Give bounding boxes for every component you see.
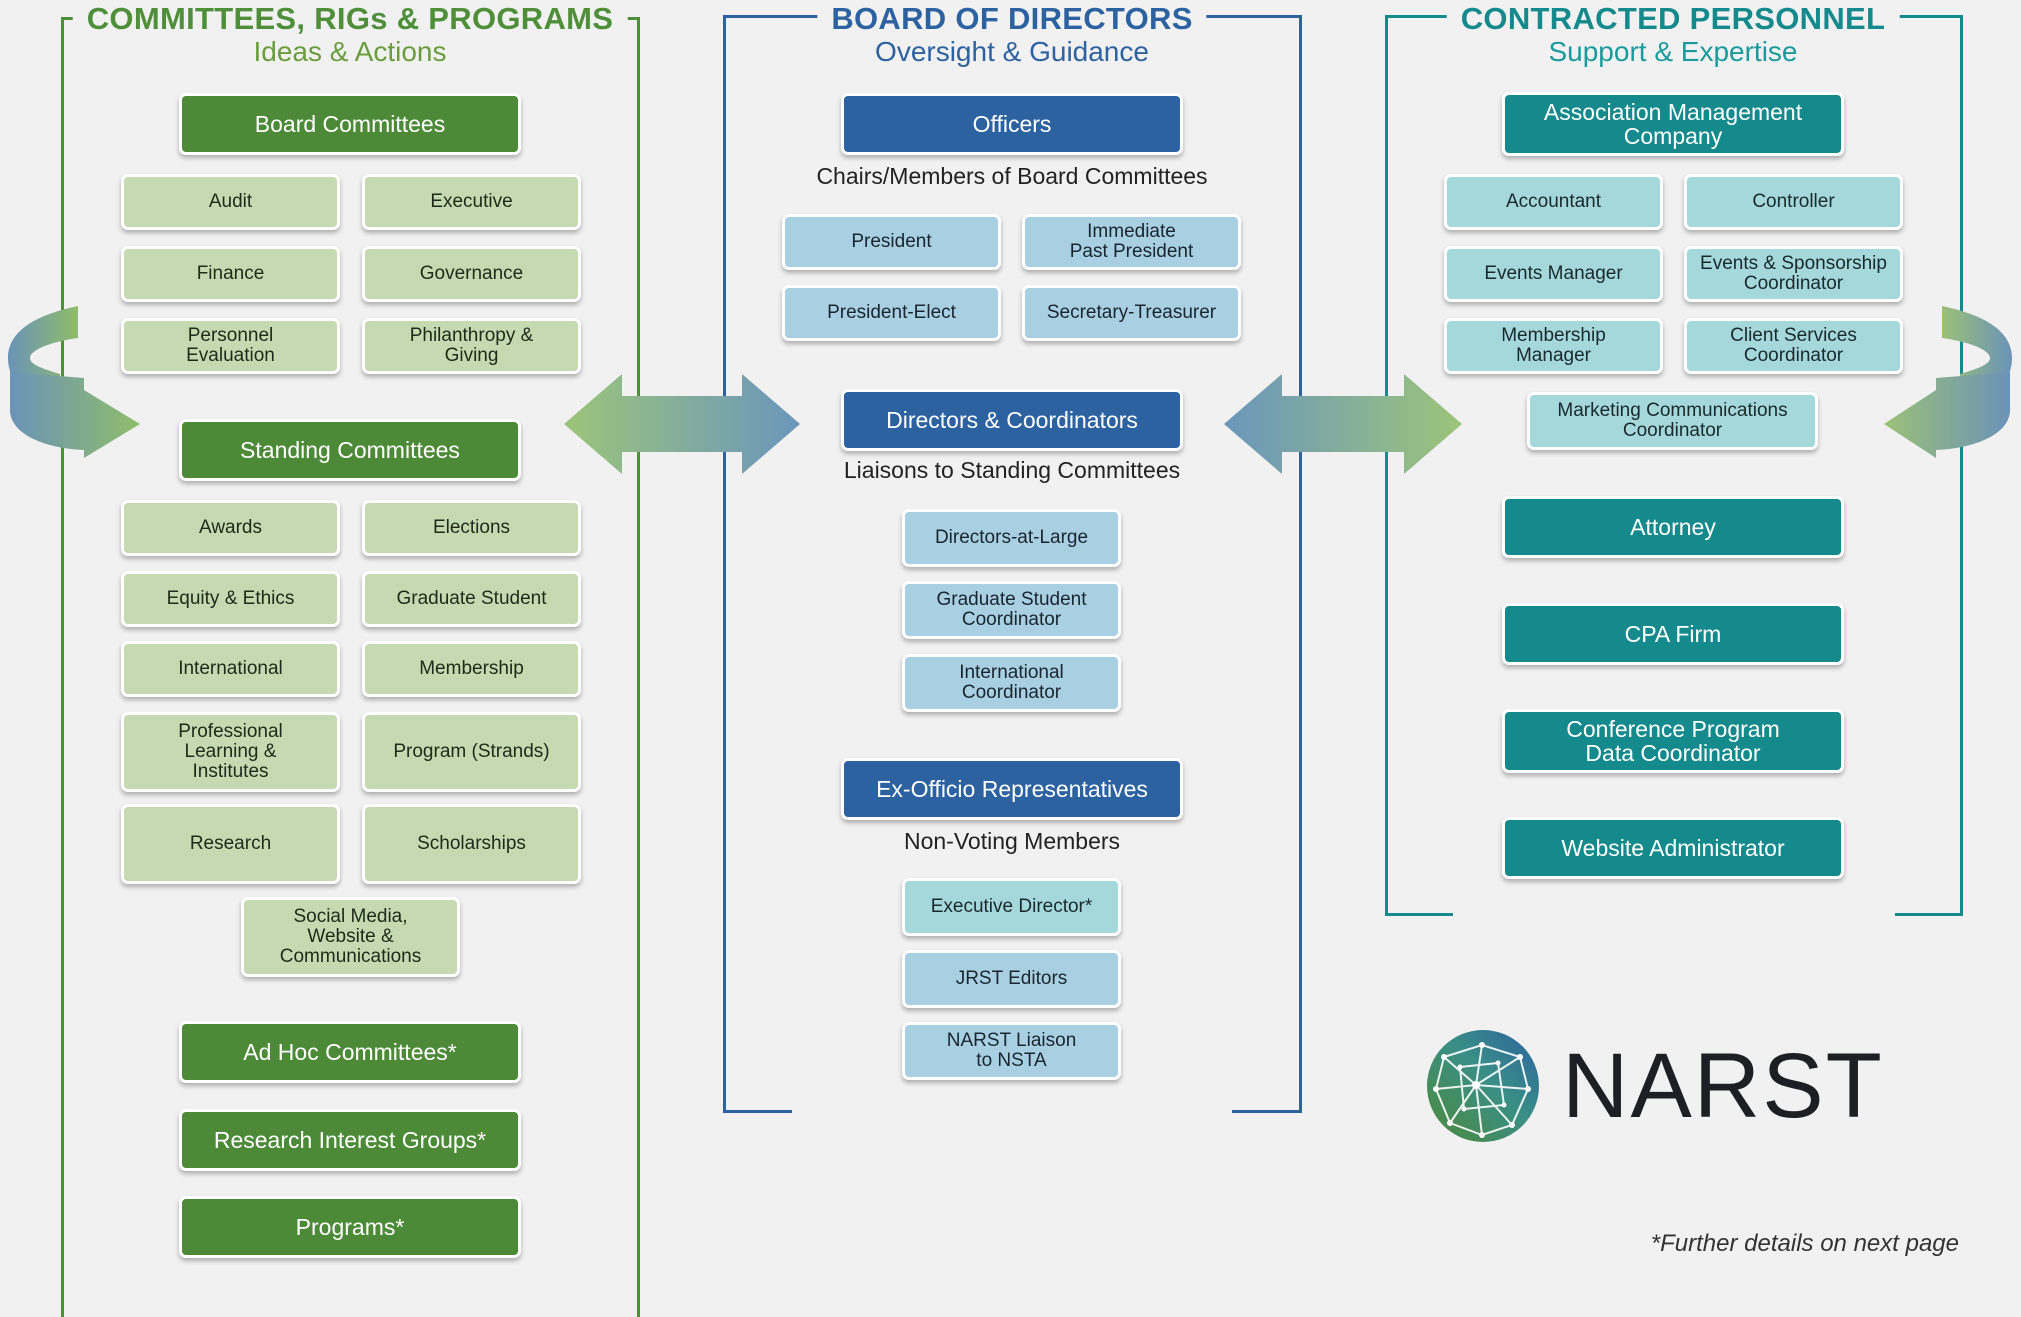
- board-subtitle: Oversight & Guidance: [875, 36, 1149, 67]
- officer-secretary-treasurer[interactable]: Secretary-Treasurer: [1022, 285, 1241, 341]
- committee-elections[interactable]: Elections: [362, 500, 581, 556]
- committees-title: COMMITTEES, RIGs & PROGRAMS: [72, 3, 628, 35]
- committee-scholarships[interactable]: Scholarships: [362, 804, 581, 884]
- narst-globe-logo-icon: [1427, 1030, 1539, 1142]
- committee-research[interactable]: Research: [121, 804, 340, 884]
- committee-governance[interactable]: Governance: [362, 246, 581, 302]
- narst-logo-text: NARST: [1562, 1035, 1884, 1137]
- jrst-editors[interactable]: JRST Editors: [902, 950, 1121, 1008]
- executive-director[interactable]: Executive Director*: [902, 878, 1121, 936]
- officers-caption: Chairs/Members of Board Committees: [816, 163, 1208, 189]
- website-administrator[interactable]: Website Administrator: [1502, 817, 1844, 879]
- graduate-student-coordinator[interactable]: Graduate Student Coordinator: [902, 581, 1121, 639]
- cpa-firm[interactable]: CPA Firm: [1502, 603, 1844, 665]
- committee-personnel-evaluation[interactable]: Personnel Evaluation: [121, 318, 340, 374]
- standing-committees-header[interactable]: Standing Committees: [179, 419, 521, 481]
- officer-immediate-past-president[interactable]: Immediate Past President: [1022, 214, 1241, 270]
- conference-program-data-coordinator[interactable]: Conference Program Data Coordinator: [1502, 709, 1844, 773]
- committee-international[interactable]: International: [121, 641, 340, 697]
- footnote: *Further details on next page: [1650, 1230, 1959, 1257]
- right-curved-arrow: [1884, 306, 2012, 458]
- committee-philanthropy-giving[interactable]: Philanthropy & Giving: [362, 318, 581, 374]
- events-sponsorship-coordinator[interactable]: Events & Sponsorship Coordinator: [1684, 246, 1903, 302]
- attorney[interactable]: Attorney: [1502, 496, 1844, 558]
- contracted-frame-gap: [1453, 911, 1895, 917]
- contracted-title: CONTRACTED PERSONNEL: [1446, 3, 1900, 35]
- board-frame-gap: [792, 1108, 1232, 1114]
- committee-executive[interactable]: Executive: [362, 174, 581, 230]
- controller[interactable]: Controller: [1684, 174, 1903, 230]
- membership-manager[interactable]: Membership Manager: [1444, 318, 1663, 374]
- officer-president[interactable]: President: [782, 214, 1001, 270]
- ex-officio-header[interactable]: Ex-Officio Representatives: [841, 758, 1183, 820]
- committee-membership[interactable]: Membership: [362, 641, 581, 697]
- client-services-coordinator[interactable]: Client Services Coordinator: [1684, 318, 1903, 374]
- committee-awards[interactable]: Awards: [121, 500, 340, 556]
- committees-subtitle: Ideas & Actions: [253, 36, 447, 67]
- marketing-communications-coordinator[interactable]: Marketing Communications Coordinator: [1527, 392, 1818, 450]
- double-arrow-left-middle: [564, 374, 800, 474]
- officers-header[interactable]: Officers: [841, 93, 1183, 155]
- ex-officio-caption: Non-Voting Members: [903, 828, 1121, 854]
- research-interest-groups[interactable]: Research Interest Groups*: [179, 1109, 521, 1171]
- committee-graduate-student[interactable]: Graduate Student: [362, 571, 581, 627]
- ad-hoc-committees[interactable]: Ad Hoc Committees*: [179, 1021, 521, 1083]
- committee-social-media[interactable]: Social Media, Website & Communications: [241, 897, 460, 977]
- committee-audit[interactable]: Audit: [121, 174, 340, 230]
- contracted-subtitle: Support & Expertise: [1548, 36, 1798, 67]
- programs[interactable]: Programs*: [179, 1196, 521, 1258]
- accountant[interactable]: Accountant: [1444, 174, 1663, 230]
- directors-coordinators-header[interactable]: Directors & Coordinators: [841, 389, 1183, 451]
- international-coordinator[interactable]: International Coordinator: [902, 654, 1121, 712]
- double-arrow-middle-right: [1224, 374, 1462, 474]
- board-title: BOARD OF DIRECTORS: [817, 3, 1207, 35]
- officer-president-elect[interactable]: President-Elect: [782, 285, 1001, 341]
- board-committees-header[interactable]: Board Committees: [179, 93, 521, 155]
- events-manager[interactable]: Events Manager: [1444, 246, 1663, 302]
- left-curved-arrow: [8, 306, 140, 458]
- association-management-company[interactable]: Association Management Company: [1502, 92, 1844, 156]
- committee-program-strands[interactable]: Program (Strands): [362, 712, 581, 792]
- directors-caption: Liaisons to Standing Committees: [843, 457, 1181, 483]
- committee-equity-ethics[interactable]: Equity & Ethics: [121, 571, 340, 627]
- committee-finance[interactable]: Finance: [121, 246, 340, 302]
- narst-liaison-nsta[interactable]: NARST Liaison to NSTA: [902, 1022, 1121, 1080]
- committee-professional-learning[interactable]: Professional Learning & Institutes: [121, 712, 340, 792]
- directors-at-large[interactable]: Directors-at-Large: [902, 509, 1121, 567]
- flow-arrows: [8, 306, 2012, 474]
